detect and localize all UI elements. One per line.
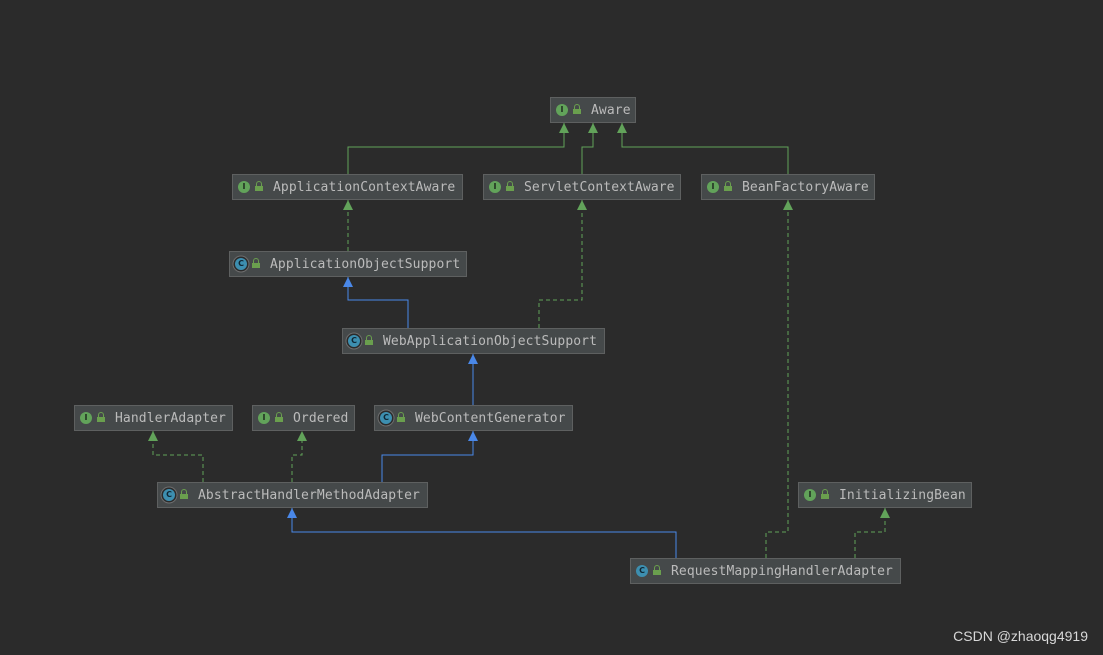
abstract-class-icon: C bbox=[163, 489, 175, 501]
arrowhead bbox=[343, 200, 353, 210]
node-aware[interactable]: I Aware bbox=[550, 97, 636, 123]
watermark: CSDN @zhaoqg4919 bbox=[953, 628, 1088, 644]
public-lock-icon bbox=[275, 411, 283, 422]
edge-webApplicationObjectSupport-to-servletContextAware bbox=[538, 200, 583, 328]
edge-requestMappingHandlerAdapter-to-initializingBean bbox=[854, 508, 886, 558]
public-lock-icon bbox=[180, 488, 188, 499]
node-abstract-handler-method-adapter[interactable]: C AbstractHandlerMethodAdapter bbox=[157, 482, 428, 508]
interface-icon: I bbox=[238, 181, 250, 193]
abstract-class-icon: C bbox=[380, 412, 392, 424]
arrowhead bbox=[880, 508, 890, 518]
node-handler-adapter[interactable]: I HandlerAdapter bbox=[74, 405, 233, 431]
node-request-mapping-handler-adapter[interactable]: C RequestMappingHandlerAdapter bbox=[630, 558, 901, 584]
abstract-class-icon: C bbox=[235, 258, 247, 270]
node-web-application-object-support[interactable]: C WebApplicationObjectSupport bbox=[342, 328, 605, 354]
node-bean-factory-aware[interactable]: I BeanFactoryAware bbox=[701, 174, 875, 200]
edge-servletContextAware-to-aware bbox=[581, 123, 594, 174]
node-application-object-support[interactable]: C ApplicationObjectSupport bbox=[229, 251, 467, 277]
node-application-context-aware[interactable]: I ApplicationContextAware bbox=[232, 174, 463, 200]
node-label: Aware bbox=[591, 102, 631, 118]
edge-beanFactoryAware-to-aware bbox=[621, 123, 789, 174]
edge-requestMappingHandlerAdapter-to-beanFactoryAware bbox=[765, 200, 789, 558]
edge-requestMappingHandlerAdapter-to-abstractHandlerMethodAdapter bbox=[291, 508, 677, 558]
node-label: HandlerAdapter bbox=[115, 410, 226, 426]
node-label: WebApplicationObjectSupport bbox=[383, 333, 598, 349]
node-web-content-generator[interactable]: C WebContentGenerator bbox=[374, 405, 573, 431]
node-label: ServletContextAware bbox=[524, 179, 675, 195]
public-lock-icon bbox=[97, 411, 105, 422]
edge-applicationContextAware-to-aware bbox=[347, 123, 565, 174]
node-initializing-bean[interactable]: I InitializingBean bbox=[798, 482, 972, 508]
edge-webApplicationObjectSupport-to-applicationObjectSupport bbox=[347, 277, 409, 328]
arrowhead bbox=[783, 200, 793, 210]
arrowhead bbox=[468, 354, 478, 364]
public-lock-icon bbox=[653, 564, 661, 575]
arrowhead bbox=[297, 431, 307, 441]
public-lock-icon bbox=[365, 334, 373, 345]
public-lock-icon bbox=[397, 411, 405, 422]
node-label: InitializingBean bbox=[839, 487, 966, 503]
arrowhead bbox=[468, 431, 478, 441]
public-lock-icon bbox=[821, 488, 829, 499]
public-lock-icon bbox=[573, 103, 581, 114]
abstract-class-icon: C bbox=[348, 335, 360, 347]
public-lock-icon bbox=[724, 180, 732, 191]
node-label: RequestMappingHandlerAdapter bbox=[671, 563, 893, 579]
node-label: AbstractHandlerMethodAdapter bbox=[198, 487, 420, 503]
node-label: ApplicationContextAware bbox=[273, 179, 456, 195]
interface-icon: I bbox=[707, 181, 719, 193]
node-label: ApplicationObjectSupport bbox=[270, 256, 461, 272]
interface-icon: I bbox=[556, 104, 568, 116]
interface-icon: I bbox=[80, 412, 92, 424]
arrowhead bbox=[617, 123, 627, 133]
arrowhead bbox=[287, 508, 297, 518]
arrowhead bbox=[588, 123, 598, 133]
public-lock-icon bbox=[506, 180, 514, 191]
edge-abstractHandlerMethodAdapter-to-handlerAdapter bbox=[152, 431, 204, 482]
interface-icon: I bbox=[489, 181, 501, 193]
node-label: Ordered bbox=[293, 410, 349, 426]
arrowhead bbox=[577, 200, 587, 210]
edge-abstractHandlerMethodAdapter-to-ordered bbox=[291, 431, 303, 482]
edge-abstractHandlerMethodAdapter-to-webContentGenerator bbox=[381, 431, 474, 482]
public-lock-icon bbox=[252, 257, 260, 268]
class-icon: C bbox=[636, 565, 648, 577]
arrowhead bbox=[559, 123, 569, 133]
arrowhead bbox=[343, 277, 353, 287]
arrowhead bbox=[148, 431, 158, 441]
node-label: WebContentGenerator bbox=[415, 410, 566, 426]
interface-icon: I bbox=[258, 412, 270, 424]
node-ordered[interactable]: I Ordered bbox=[252, 405, 355, 431]
interface-icon: I bbox=[804, 489, 816, 501]
node-label: BeanFactoryAware bbox=[742, 179, 869, 195]
node-servlet-context-aware[interactable]: I ServletContextAware bbox=[483, 174, 681, 200]
public-lock-icon bbox=[255, 180, 263, 191]
